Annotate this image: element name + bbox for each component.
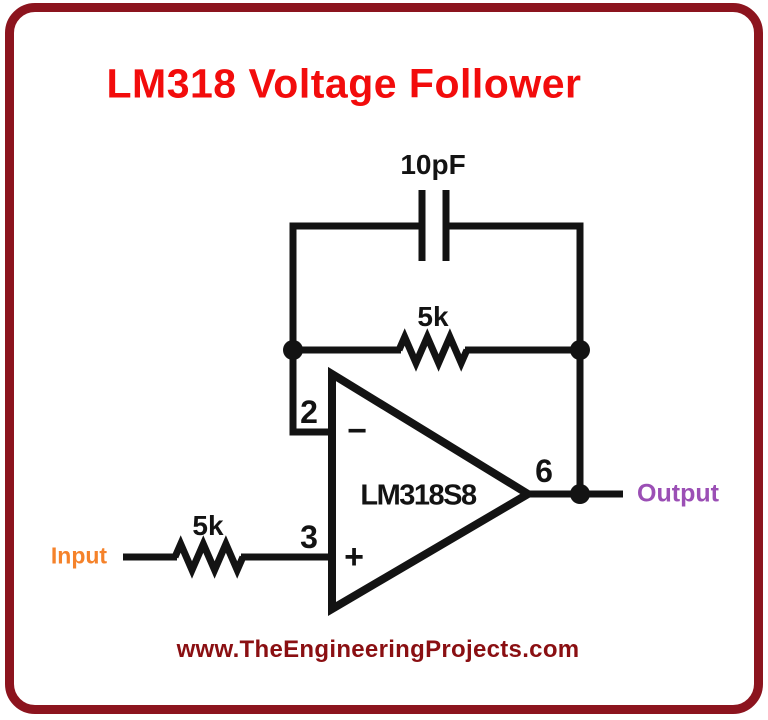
inverting-input-sign: − [347,412,367,450]
junction-dot-feedback-left [283,340,303,360]
page-title: LM318 Voltage Follower [106,60,582,107]
feedback-resistor-value-label: 5k [417,301,449,332]
wire-left-loop [289,222,421,436]
opamp-pin-2-label: 2 [300,394,318,430]
noninverting-input-sign: + [344,538,364,576]
input-resistor [171,535,247,579]
website-footer: www.TheEngineeringProjects.com [176,636,580,663]
capacitor-value-label: 10pF [400,149,466,180]
junction-dot-output [570,484,590,504]
output-terminal-label: Output [637,479,719,508]
junction-dot-feedback-right [570,340,590,360]
input-resistor-value-label: 5k [192,510,224,541]
input-terminal-label: Input [50,542,108,569]
opamp-part-number: LM318S8 [360,479,477,512]
opamp-triangle [328,366,536,616]
feedback-resistor [395,328,471,372]
opamp-pin-3-label: 3 [300,519,318,555]
wire-right-loop [447,222,584,494]
opamp-pin-6-label: 6 [535,453,553,489]
